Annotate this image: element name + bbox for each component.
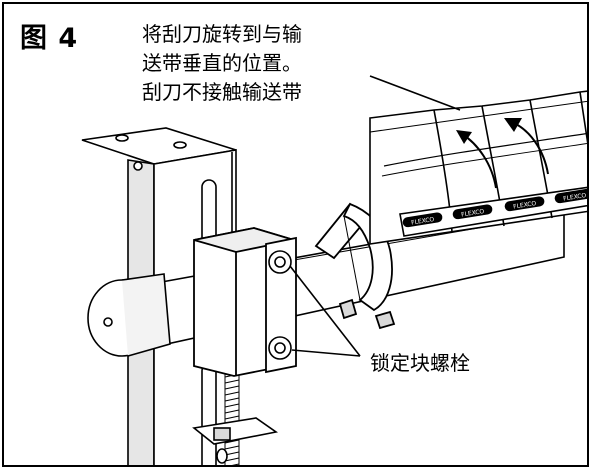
rod-thread [224,415,240,420]
blade-logo-badge: FLEXCO [504,196,545,212]
rod-thread [224,445,240,450]
instruction-leader-line [369,75,461,111]
instruction-line-1: 将刮刀旋转到与输 [142,22,302,46]
callout-leader-lines [289,265,361,357]
instruction-line-3: 刮刀不接触输送带 [142,80,302,104]
svg-text:FLEXCO: FLEXCO [461,208,485,219]
mechanical-illustration: FLEXCO FLEXCO FLEXCO FLEXCO [81,75,587,465]
rod-thread [224,409,240,414]
lock-block-bolt-bottom [268,336,292,360]
rod-thread [224,391,240,396]
rotation-arrow-left [456,130,497,189]
svg-text:FLEXCO: FLEXCO [513,200,537,211]
blade-logo-badge: FLEXCO [402,212,443,228]
rod-thread [224,385,240,390]
rod-thread [224,457,240,462]
instruction-text: 将刮刀旋转到与输 送带垂直的位置。 刮刀不接触输送带 [142,20,302,107]
rod-thread [224,439,240,444]
rotation-arrow-right [504,118,549,175]
rod-thread [224,379,240,384]
rod-thread [224,403,240,408]
lock-block-bolts-callout: 锁定块螺栓 [370,351,470,375]
svg-text:FLEXCO: FLEXCO [563,192,587,203]
blade-logo-badge: FLEXCO [452,204,493,220]
blade-logo-badges: FLEXCO FLEXCO FLEXCO FLEXCO [402,188,587,228]
rod-thread [224,397,240,402]
lower-adjust-plate [192,417,279,464]
svg-text:FLEXCO: FLEXCO [411,216,435,227]
lock-block-bolt-top [268,250,292,274]
blade-logo-badge: FLEXCO [554,188,587,204]
rod-thread [231,463,240,465]
instruction-line-2: 送带垂直的位置。 [142,51,302,75]
figure-label: 图 4 [20,23,79,54]
